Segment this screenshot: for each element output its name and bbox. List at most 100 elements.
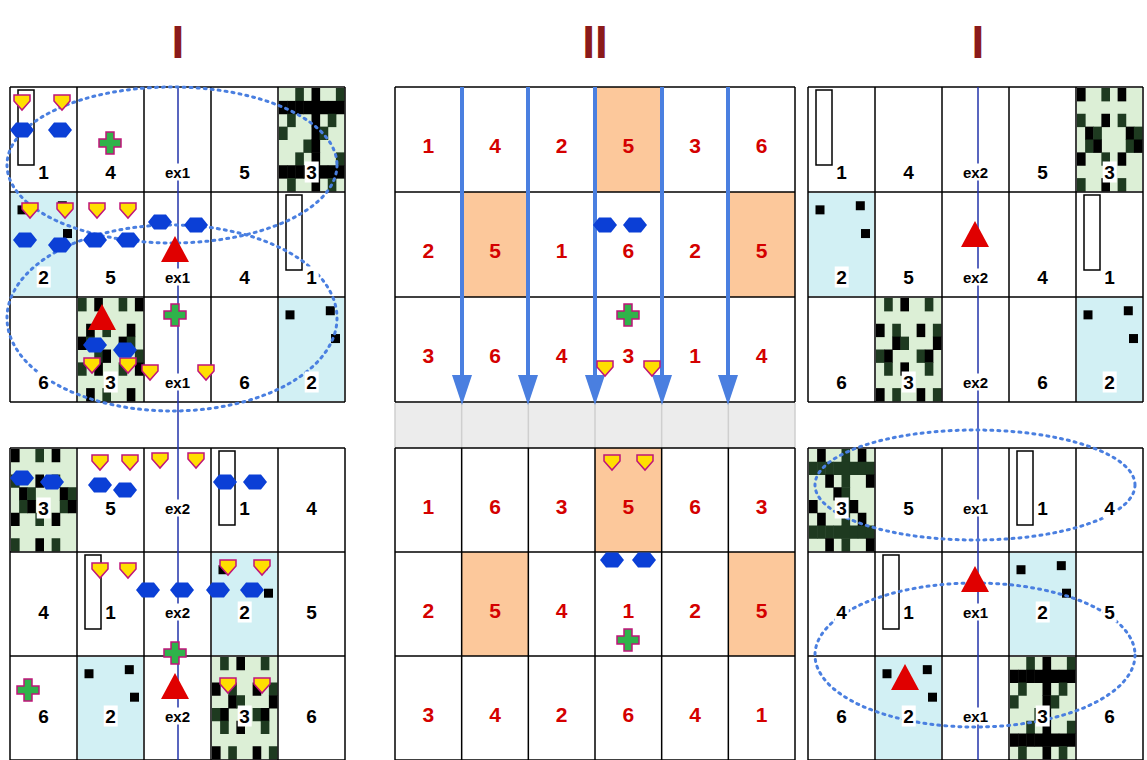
grid-line bbox=[808, 296, 1143, 298]
grid-line bbox=[210, 87, 212, 402]
shield-symbol bbox=[198, 365, 214, 380]
camo-block bbox=[1118, 88, 1127, 101]
camo-block bbox=[52, 538, 61, 551]
shield-symbol bbox=[142, 365, 158, 380]
camo-block bbox=[295, 165, 304, 178]
hexagon-symbol bbox=[48, 123, 72, 138]
cell-value: 6 bbox=[689, 496, 701, 517]
arrow-head bbox=[585, 375, 605, 405]
camo-block bbox=[1067, 721, 1076, 734]
camo-block bbox=[303, 101, 312, 114]
grid-line bbox=[395, 551, 795, 553]
camo-block bbox=[1059, 683, 1068, 696]
cell-value: 3 bbox=[103, 372, 118, 393]
cell-value: ex1 bbox=[961, 604, 990, 621]
camo-block bbox=[328, 101, 337, 114]
cell-value: 3 bbox=[756, 496, 768, 517]
cell-value: 3 bbox=[556, 496, 568, 517]
hexagon-symbol bbox=[88, 478, 112, 493]
camo-block bbox=[1051, 670, 1060, 683]
hexagon-symbol bbox=[206, 583, 230, 598]
shield-symbol bbox=[14, 95, 30, 110]
camo-block bbox=[1077, 152, 1086, 165]
camo-block bbox=[303, 140, 312, 153]
camo-block bbox=[809, 500, 818, 513]
camo-block bbox=[866, 462, 875, 475]
cell-value: 2 bbox=[1035, 602, 1050, 623]
camo-block bbox=[917, 324, 926, 337]
hexagon-symbol-group bbox=[10, 123, 656, 598]
grid-line bbox=[210, 448, 212, 760]
grid-line bbox=[808, 655, 1143, 657]
cyan-dot bbox=[1129, 334, 1138, 343]
cyan-dot bbox=[326, 306, 335, 315]
grid-line bbox=[461, 87, 463, 402]
camo-block bbox=[1010, 734, 1019, 747]
camo-block bbox=[269, 695, 278, 708]
camo-block bbox=[1051, 695, 1060, 708]
cyan-dot bbox=[1057, 561, 1066, 570]
arrow-shaft bbox=[660, 87, 664, 378]
grid-line bbox=[394, 87, 396, 402]
camo-block bbox=[925, 298, 934, 311]
camo-block bbox=[312, 101, 321, 114]
cell-value: 2 bbox=[237, 602, 252, 623]
cross-symbol bbox=[164, 304, 186, 326]
cyan-dot bbox=[1017, 565, 1026, 574]
grid-line bbox=[344, 87, 346, 402]
camo-block bbox=[1034, 670, 1043, 683]
camo-block bbox=[933, 324, 942, 337]
cross-symbol-group bbox=[17, 132, 639, 701]
camo-block bbox=[933, 337, 942, 350]
cell-value: 2 bbox=[304, 372, 319, 393]
camo-block bbox=[866, 475, 875, 488]
cell-value: 5 bbox=[622, 496, 634, 517]
camo-block bbox=[1118, 178, 1127, 191]
grid-line bbox=[395, 655, 795, 657]
cell-value: 3 bbox=[422, 704, 434, 725]
camo-block bbox=[1034, 734, 1043, 747]
grid-line bbox=[1008, 87, 1010, 402]
hexagon-symbol bbox=[113, 343, 137, 358]
camo-block bbox=[825, 526, 834, 539]
cell-value: ex2 bbox=[163, 708, 192, 725]
shield-symbol bbox=[188, 453, 204, 468]
cell-value: 6 bbox=[489, 496, 501, 517]
camo-block bbox=[60, 500, 69, 513]
hexagon-symbol bbox=[593, 218, 617, 233]
cyan-dot bbox=[125, 665, 134, 674]
camo-block bbox=[1093, 140, 1102, 153]
cell-value: ex1 bbox=[961, 708, 990, 725]
cyan-tile bbox=[78, 657, 143, 759]
arrow-shaft bbox=[526, 87, 530, 378]
camo-tile bbox=[1077, 88, 1142, 191]
grid-line bbox=[1008, 448, 1010, 760]
camo-block bbox=[261, 708, 270, 721]
camo-block bbox=[220, 708, 229, 721]
cell-value: 1 bbox=[422, 496, 434, 517]
hexagon-symbol bbox=[148, 215, 172, 230]
column-heading: I bbox=[172, 19, 185, 65]
cell-value: 5 bbox=[1035, 162, 1050, 183]
camo-block bbox=[1018, 746, 1027, 759]
camo-block bbox=[1026, 657, 1035, 670]
camo-block bbox=[825, 538, 834, 551]
camo-block bbox=[287, 178, 296, 191]
camo-block bbox=[11, 538, 20, 551]
cell-value: 5 bbox=[489, 600, 501, 621]
camo-block bbox=[1085, 127, 1094, 140]
shield-symbol bbox=[254, 560, 270, 575]
cell-value: 1 bbox=[1035, 498, 1050, 519]
cyan-dot bbox=[1084, 310, 1093, 319]
cell-value: ex2 bbox=[163, 604, 192, 621]
hexagon-symbol bbox=[40, 475, 64, 490]
cell-value: ex2 bbox=[961, 374, 990, 391]
hexagon-symbol bbox=[116, 233, 140, 248]
cell-value: 4 bbox=[556, 345, 568, 366]
hexagon-symbol bbox=[10, 123, 34, 138]
cell-value: 4 bbox=[489, 135, 501, 156]
camo-block bbox=[228, 746, 237, 759]
group-ellipse bbox=[815, 583, 1135, 727]
cell-value: 1 bbox=[36, 162, 51, 183]
